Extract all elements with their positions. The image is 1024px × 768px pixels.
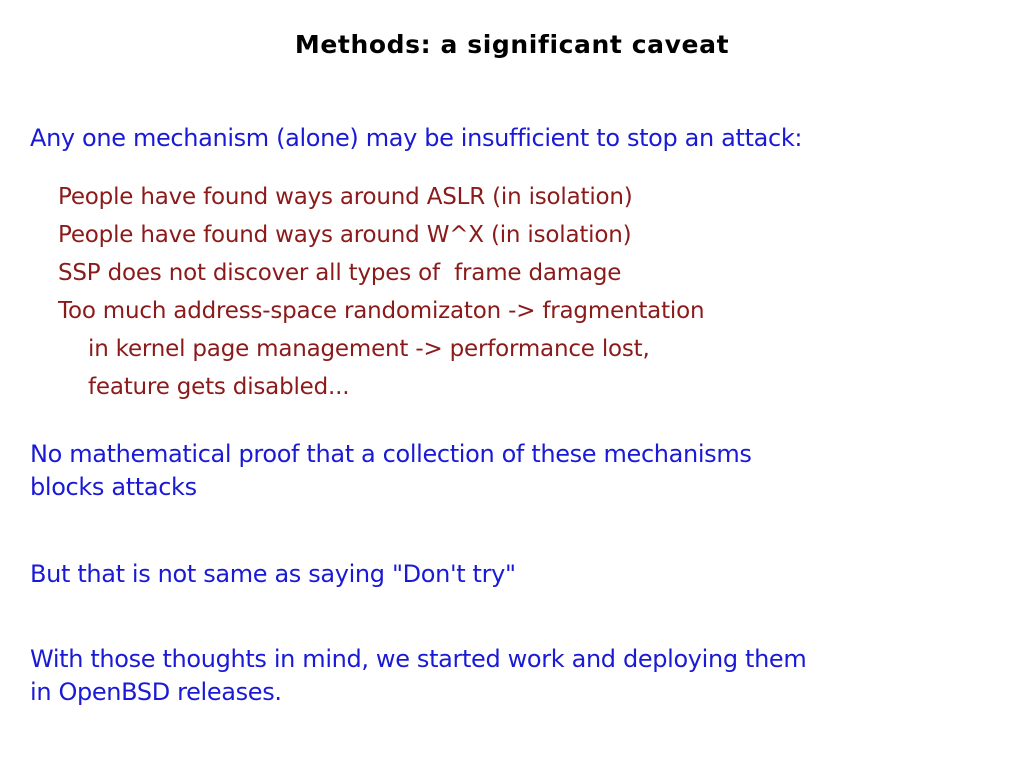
no-proof-line-2: blocks attacks: [30, 473, 197, 501]
bypass-line-wxor: People have found ways around W^X (in is…: [58, 222, 632, 248]
bypass-line-aslr: People have found ways around ASLR (in i…: [58, 184, 633, 210]
no-proof-line-1: No mathematical proof that a collection …: [30, 440, 752, 468]
deploying-line-2: in OpenBSD releases.: [30, 678, 282, 706]
bypass-line-ssp: SSP does not discover all types of frame…: [58, 260, 622, 286]
bypass-subline-kernel-page: in kernel page management -> performance…: [88, 336, 650, 362]
bypass-subline-feature-disabled: feature gets disabled...: [88, 374, 350, 400]
intro-line: Any one mechanism (alone) may be insuffi…: [30, 124, 803, 152]
page-title: Methods: a significant caveat: [294, 30, 730, 59]
bypass-line-randomization: Too much address-space randomizaton -> f…: [58, 298, 705, 324]
dont-try-line: But that is not same as saying "Don't tr…: [30, 560, 516, 588]
deploying-line-1: With those thoughts in mind, we started …: [30, 645, 807, 673]
